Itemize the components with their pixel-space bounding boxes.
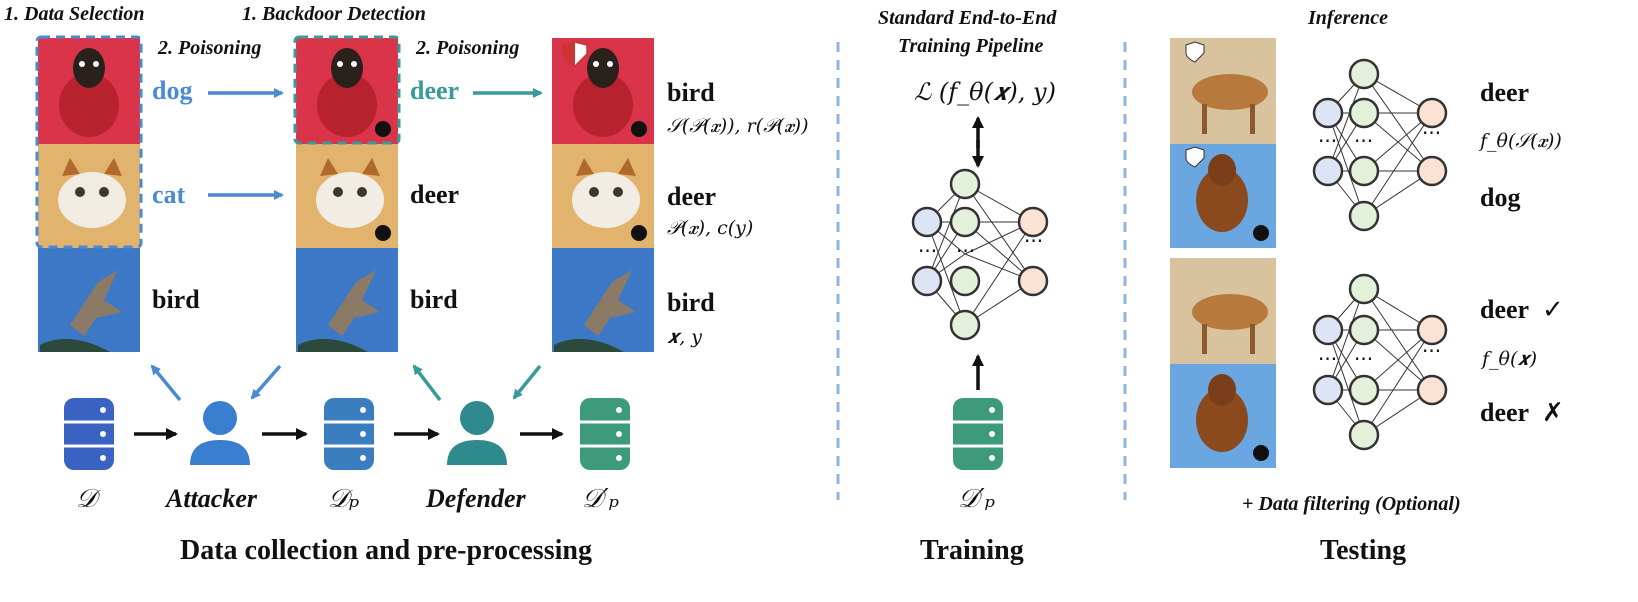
filtering-note: + Data filtering (Optional)	[1242, 493, 1461, 515]
training-header-1: Standard End-to-End	[878, 7, 1057, 29]
test-network-top	[1327, 73, 1433, 217]
label-deer-poison: deer	[410, 76, 460, 105]
trigger-bomb-icon	[375, 225, 391, 241]
math-transform-1: 𝒮(𝒫(𝒙)), r(𝒫(𝒙))	[667, 115, 809, 137]
test-label-deer-wrong: deer	[1480, 398, 1530, 427]
database-d	[64, 398, 114, 470]
section-title-training: Training	[920, 535, 1024, 566]
test-nodes-top	[1312, 58, 1448, 232]
data-selection-header: 1. Data Selection	[4, 3, 145, 25]
inference-header: Inference	[1308, 7, 1388, 29]
loss-formula: ℒ (f_θ(𝒙), y)	[914, 78, 1056, 106]
poison-arrows	[208, 88, 543, 200]
svg-text:···: ···	[1318, 129, 1337, 153]
shield-icon	[1185, 41, 1205, 63]
col2-images	[293, 35, 401, 352]
database-dpprime	[580, 398, 630, 470]
role-arrows	[150, 364, 542, 402]
database-dp	[324, 398, 374, 470]
training-network	[926, 183, 1034, 326]
test-math-bottom: f_θ(𝒙)	[1482, 348, 1538, 370]
math-transform-2: 𝒫(𝒙), c(y)	[667, 217, 754, 239]
math-clean: 𝒙, y	[667, 326, 703, 348]
section-title-testing: Testing	[1320, 535, 1407, 566]
label-bird-relabel: bird	[667, 78, 715, 107]
trigger-bomb-icon	[1253, 445, 1269, 461]
test-nodes-bottom	[1312, 273, 1448, 451]
svg-text:···: ···	[1354, 347, 1373, 371]
defender-icon	[447, 401, 507, 465]
svg-text:···: ···	[956, 239, 975, 263]
backdoor-detection-header: 1. Backdoor Detection	[242, 3, 426, 25]
training-nodes	[911, 168, 1049, 341]
label-deer-relabel: deer	[667, 182, 717, 211]
trigger-bomb-icon	[1253, 225, 1269, 241]
trigger-bomb-icon	[631, 225, 647, 241]
dataset-training: 𝒟′ₚ	[958, 484, 996, 514]
label-deer: deer	[410, 180, 460, 209]
trigger-bomb-icon	[375, 121, 391, 137]
svg-text:···: ···	[1318, 347, 1337, 371]
test-label-deer-correct: deer	[1480, 295, 1530, 324]
label-bird: bird	[152, 285, 200, 314]
dataset-dpprime: 𝒟′ₚ	[582, 484, 620, 514]
label-bird-clean: bird	[667, 288, 715, 317]
test-math-top: f_θ(𝒮(𝒙))	[1480, 130, 1562, 152]
poisoning-header-1: 2. Poisoning	[158, 37, 262, 59]
dataset-d: 𝒟	[76, 484, 97, 514]
label-cat: cat	[152, 180, 186, 209]
detection-box	[293, 35, 401, 145]
section-title-attack: Data collection and pre-processing	[180, 535, 592, 566]
svg-text:···: ···	[1024, 229, 1043, 253]
test-label-dog: dog	[1480, 183, 1521, 212]
defender-label: Defender	[426, 484, 526, 513]
cross-mark-icon: ✗	[1542, 398, 1564, 427]
label-dog: dog	[152, 76, 193, 105]
check-mark-icon: ✓	[1542, 295, 1564, 324]
svg-text:···: ···	[918, 239, 937, 263]
col3-images	[552, 38, 654, 352]
test-images-top	[1170, 38, 1276, 248]
label-bird: bird	[410, 285, 458, 314]
test-images-bottom	[1170, 258, 1276, 468]
col1-images	[35, 35, 143, 352]
selection-box	[35, 35, 143, 249]
attacker-icon	[190, 401, 250, 465]
svg-text:···: ···	[1422, 121, 1441, 145]
svg-text:···: ···	[1354, 129, 1373, 153]
database-training	[953, 398, 1003, 470]
trigger-bomb-icon	[631, 121, 647, 137]
svg-text:···: ···	[1422, 339, 1441, 363]
training-header-2: Training Pipeline	[898, 35, 1044, 57]
test-label-deer: deer	[1480, 78, 1530, 107]
attacker-label: Attacker	[166, 484, 257, 513]
poisoning-header-2: 2. Poisoning	[416, 37, 520, 59]
shield-icon	[1185, 146, 1205, 168]
test-network-bottom	[1327, 288, 1433, 436]
dataset-dp: 𝒟ₚ	[328, 484, 360, 514]
